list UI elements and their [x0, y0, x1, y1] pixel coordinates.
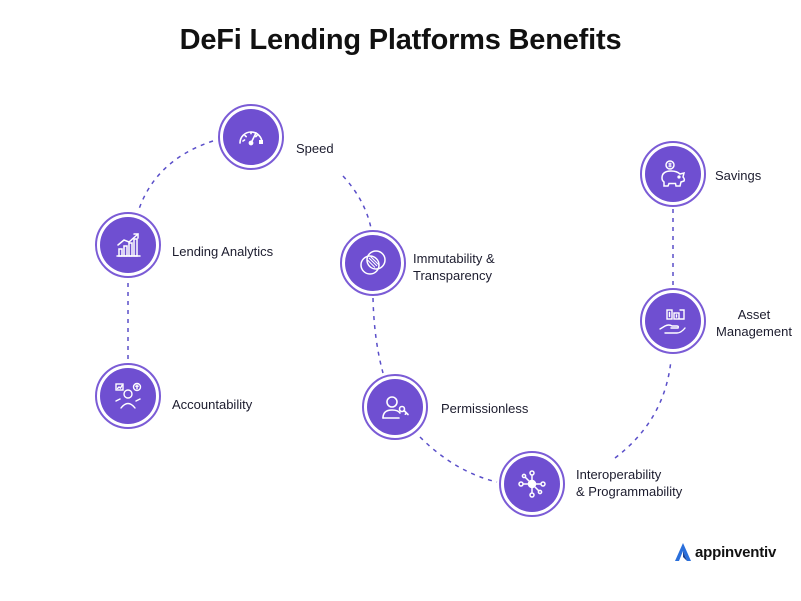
piggy-bank-icon [661, 160, 686, 187]
interoperability-label-line1: Interoperability [576, 467, 662, 482]
user-key-icon [382, 396, 409, 419]
connector-speed-analytics [137, 140, 214, 213]
brand-logo: appinventiv [674, 542, 776, 562]
speedometer-icon [239, 131, 263, 146]
connector-speed-immutability [342, 175, 372, 229]
immutability-transparency-label: Immutability & Transparency [413, 250, 495, 284]
hand-money-icon [659, 309, 686, 334]
accountability-person-icon [115, 382, 142, 409]
accountability-node [95, 363, 161, 429]
interoperability-programmability-label: Interoperability & Programmability [576, 466, 682, 500]
lending-analytics-label: Lending Analytics [172, 244, 274, 259]
permissionless-label: Permissionless [441, 401, 529, 416]
immutability-transparency-node [340, 230, 406, 296]
asset-management-node [640, 288, 706, 354]
asset-label-line2: Management [716, 324, 792, 339]
accountability-label: Accountability [172, 397, 253, 412]
connector-permissionless-interoperability [419, 436, 498, 483]
speed-node [218, 104, 284, 170]
diagram-title: DeFi Lending Platforms Benefits [179, 24, 622, 56]
interoperability-programmability-node [499, 451, 565, 517]
brand-name: appinventiv [695, 543, 777, 561]
savings-label: Savings [715, 168, 762, 183]
permissionless-node [362, 374, 428, 440]
analytics-chart-icon [116, 233, 141, 257]
asset-management-label: Asset Management [708, 306, 800, 340]
speed-label: Speed [296, 141, 334, 156]
connector-interoperability-asset [614, 359, 672, 459]
overlapping-circles-icon [360, 250, 386, 275]
lending-analytics-node [95, 212, 161, 278]
appinventiv-logo-icon [675, 543, 691, 561]
savings-node [640, 141, 706, 207]
connector-immutability-permissionless [372, 297, 384, 374]
network-hub-icon [518, 470, 546, 498]
immutability-label-line1: Immutability & [413, 251, 495, 266]
asset-label-line1: Asset [737, 307, 771, 322]
immutability-label-line2: Transparency [413, 268, 492, 283]
interoperability-label-line2: & Programmability [576, 484, 683, 499]
